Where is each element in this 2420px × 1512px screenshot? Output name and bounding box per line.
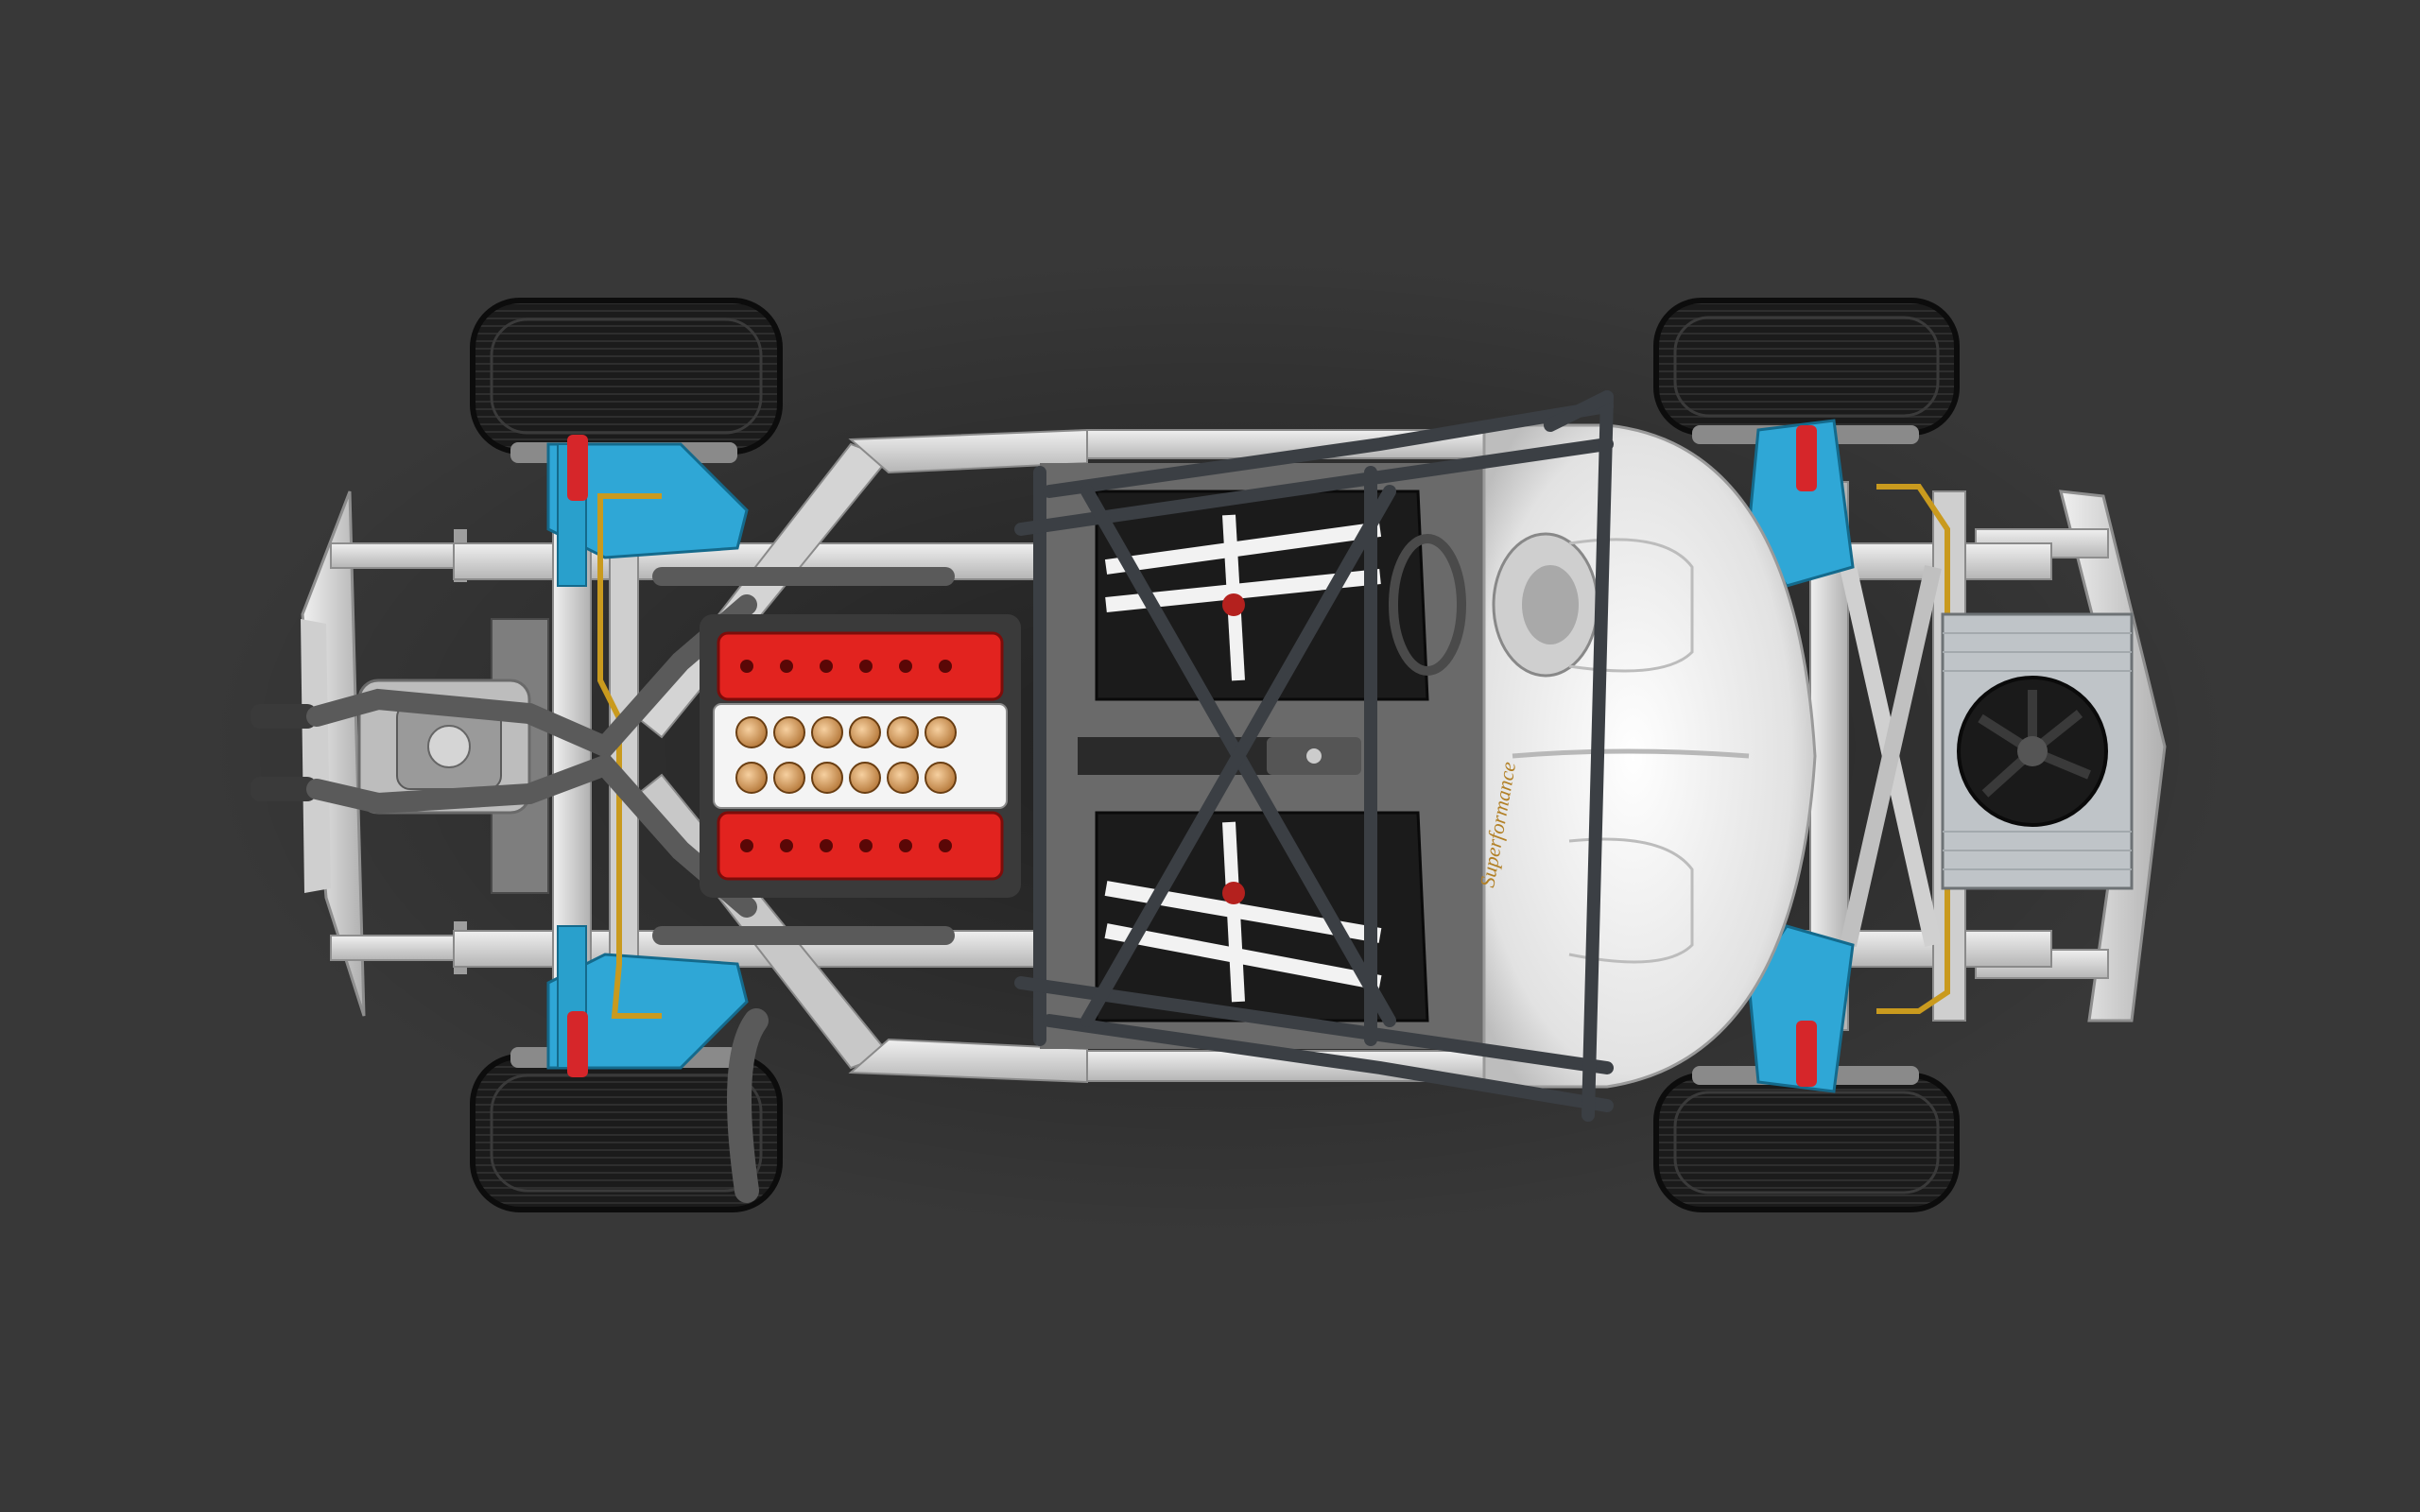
radiator [1941,612,2134,890]
roll-cage [1014,390,1614,1122]
front-suspension-right [1747,924,1855,1093]
body-panel: Superformance [1475,423,1817,1089]
shifter [1267,737,1361,775]
v12-engine [700,614,1021,898]
rear-suspension-right [546,925,749,1077]
transaxle [357,618,549,894]
front-suspension-left [1747,419,1855,588]
exhaust-headers [306,567,955,1203]
exhaust-tips [251,704,317,801]
wheel-rear-left [470,298,783,463]
steering-wheel [1389,534,1466,676]
